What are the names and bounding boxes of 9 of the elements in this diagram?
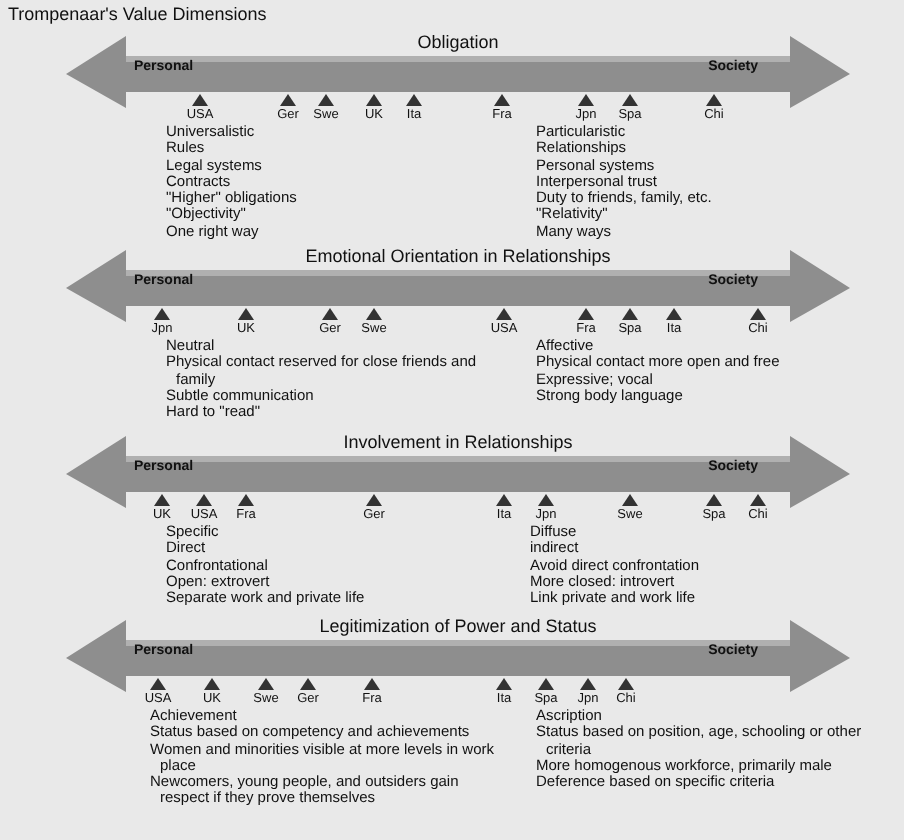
diagram-title: Trompenaar's Value Dimensions bbox=[8, 4, 267, 24]
double-arrow bbox=[66, 432, 850, 508]
double-arrow bbox=[66, 246, 850, 322]
scale-title: Obligation bbox=[417, 32, 499, 52]
scale-title: Legitimization of Power and Status bbox=[319, 616, 597, 636]
scale-title: Involvement in Relationships bbox=[343, 432, 573, 452]
double-arrow bbox=[66, 32, 850, 108]
double-arrow bbox=[66, 616, 850, 692]
scale-title: Emotional Orientation in Relationships bbox=[305, 246, 611, 266]
